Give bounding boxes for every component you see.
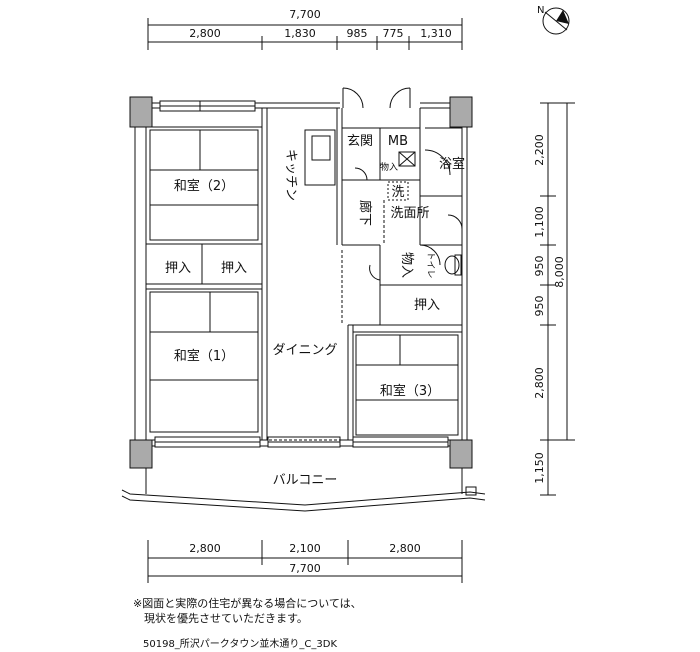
balcony-structure [121, 468, 486, 512]
top-dimensions [147, 18, 463, 50]
top-total-dimension: 7,700 [289, 8, 321, 21]
right-dimension-2: 1,100 [533, 206, 546, 238]
room-genkan: 玄関 [347, 134, 373, 149]
room-oshiire-b: 押入 [221, 261, 247, 276]
bottom-total-dimension: 7,700 [289, 562, 321, 575]
top-dimension-5: 1,310 [420, 27, 452, 40]
note-line-2: 現状を優先させていただきます。 [133, 612, 308, 625]
wall-lines [134, 87, 468, 448]
room-balcony: バルコニー [273, 473, 338, 488]
room-kitchen: キッチン [283, 149, 298, 201]
right-dimension-6: 1,150 [533, 452, 546, 484]
walls [129, 96, 473, 469]
compass-icon: N [537, 5, 570, 35]
top-dimension-4: 775 [383, 27, 404, 40]
bottom-dimensions [147, 540, 463, 583]
right-dimension-5: 2,800 [533, 367, 546, 399]
room-toilet: トイレ [425, 251, 435, 278]
bottom-dimension-3: 2,800 [389, 542, 421, 555]
top-dimension-3: 985 [347, 27, 368, 40]
room-monoire: 物入 [399, 252, 414, 278]
bottom-dimension-1: 2,800 [189, 542, 221, 555]
right-total-dimension: 8,000 [553, 256, 566, 288]
room-dining: ダイニング [272, 343, 337, 358]
bottom-dimension-2: 2,100 [289, 542, 321, 555]
top-dimension-2: 1,830 [284, 27, 316, 40]
room-washitsu-2: 和室（2） [174, 178, 234, 194]
room-mb: MB [388, 134, 408, 149]
right-dimension-1: 2,200 [533, 134, 546, 166]
right-dimensions [540, 102, 575, 496]
room-washitsu-1: 和室（1） [174, 348, 234, 364]
note-line-1: ※図面と実際の住宅が異なる場合については、 [133, 597, 362, 610]
room-monoire-small: 物入 [380, 161, 398, 173]
right-dimension-3: 950 [533, 256, 546, 277]
room-yokushitsu: 浴室 [439, 156, 465, 172]
room-senmenjo: 洗面所 [390, 206, 429, 221]
room-oshiire-c: 押入 [414, 298, 440, 313]
room-oshiire-a: 押入 [165, 261, 191, 276]
plan-caption: 50198_所沢パークタウン並木通り_C_3DK [143, 639, 338, 650]
top-dimension-1: 2,800 [189, 27, 221, 40]
room-sen: 洗 [391, 185, 404, 200]
right-dimension-4: 950 [533, 296, 546, 317]
room-rouka: 廊下 [357, 200, 373, 226]
compass-north-label: N [537, 5, 544, 16]
room-washitsu-3: 和室（3） [380, 383, 440, 399]
